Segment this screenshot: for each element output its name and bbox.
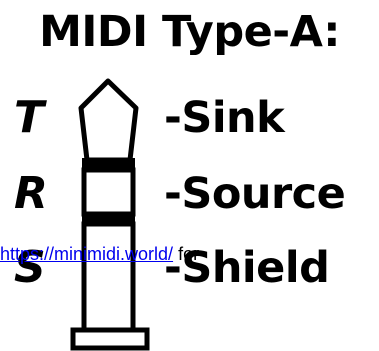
plug-ring	[81, 167, 136, 217]
plug-insulator-lower	[82, 212, 135, 224]
plug-tip	[78, 78, 139, 163]
overlay-link-text: https://minimidi.world/ for	[0, 243, 199, 265]
overlay-trailing-text: for	[173, 244, 200, 264]
plug-insulator-upper	[82, 158, 135, 170]
pin-letter-tip: T	[14, 92, 45, 143]
minimidi-link[interactable]: https://minimidi.world/	[0, 244, 174, 264]
pin-letter-sleeve: S	[14, 242, 46, 293]
pin-label-ring: -Source	[164, 169, 346, 219]
pin-label-tip: -Sink	[164, 93, 285, 143]
pin-letter-ring: R	[14, 168, 48, 219]
plug-base	[70, 327, 150, 351]
diagram-title: MIDI Type-A:	[39, 7, 340, 57]
pin-label-sleeve: -Shield	[164, 243, 330, 293]
plug-sleeve	[81, 221, 136, 335]
